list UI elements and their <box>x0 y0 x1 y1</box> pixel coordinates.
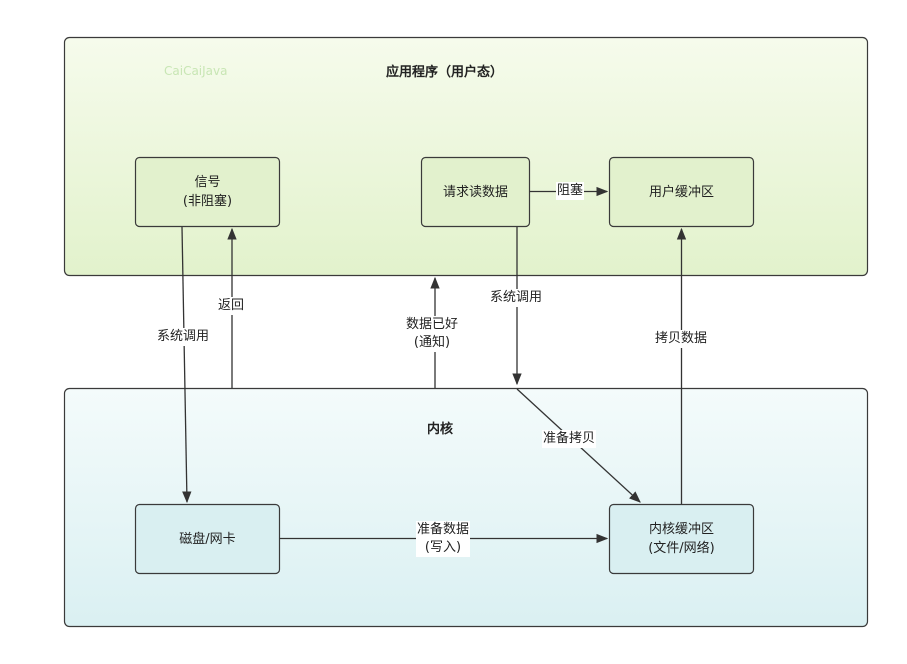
edge-data-ready-label: 数据已好 (通知) <box>405 316 460 352</box>
edge-prepare-data-line1: 准备数据 <box>417 522 470 537</box>
edge-data-ready-line2: (通知) <box>413 335 451 350</box>
edge-block-label: 阻塞 <box>556 182 585 200</box>
edge-syscall-mid-label: 系统调用 <box>489 289 544 307</box>
edge-prepare-data-label: 准备数据 (写入) <box>416 521 471 557</box>
signal-box-text: 信号 (非阻塞) <box>136 158 279 226</box>
kernel-buffer-box-line2: (文件/网络) <box>648 541 715 556</box>
edge-prepare-copy-label: 准备拷贝 <box>542 430 597 448</box>
signal-box-line1: 信号 <box>194 175 221 190</box>
request-box-text: 请求读数据 <box>422 158 529 226</box>
kernel-buffer-box-line1: 内核缓冲区 <box>648 522 714 537</box>
disk-box-line1: 磁盘/网卡 <box>179 531 236 547</box>
user-buffer-box-line1: 用户缓冲区 <box>648 184 714 200</box>
edge-prepare-data-line2: (写入) <box>424 540 462 555</box>
kernel-buffer-box <box>608 503 755 575</box>
edge-syscall-left-label: 系统调用 <box>156 328 211 346</box>
app-region-title: 应用程序（用户态） <box>386 65 504 80</box>
edge-syscall-left <box>181 226 192 504</box>
user-buffer-box <box>608 156 755 228</box>
edge-data-ready-line1: 数据已好 <box>406 317 459 332</box>
edge-copy-data-label: 拷贝数据 <box>654 330 709 348</box>
disk-box-text: 磁盘/网卡 <box>136 505 279 573</box>
signal-box <box>134 156 281 228</box>
kernel-region-title: 内核 <box>427 422 454 437</box>
user-buffer-box-text: 用户缓冲区 <box>610 158 753 226</box>
kernel-buffer-box-text: 内核缓冲区 (文件/网络) <box>610 505 753 573</box>
request-box-line1: 请求读数据 <box>442 184 508 200</box>
edge-return-label: 返回 <box>217 297 246 315</box>
signal-box-line2: (非阻塞) <box>182 194 233 209</box>
watermark-text: CaiCaiJava <box>164 64 228 78</box>
